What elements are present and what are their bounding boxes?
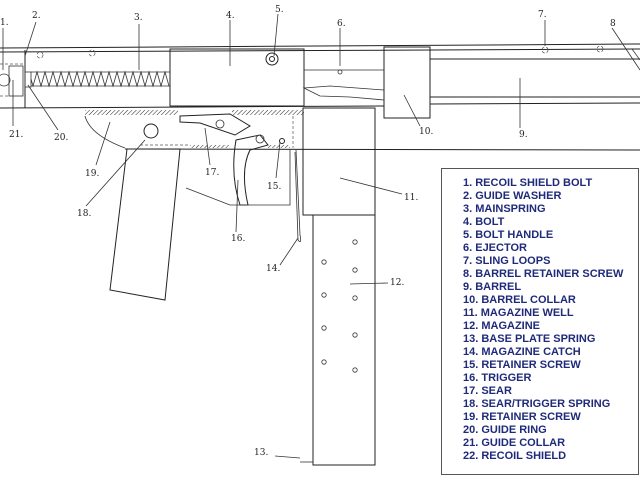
callout-label: 2. (32, 11, 41, 21)
legend-item: 10. BARREL COLLAR (463, 294, 576, 306)
callout-label: 19. (85, 169, 99, 179)
legend-item: 4. BOLT (463, 216, 505, 228)
legend-item: 16. TRIGGER (463, 372, 532, 384)
callout-label: 14. (266, 264, 280, 274)
magazine-hole (352, 332, 358, 338)
legend-item: 15. RETAINER SCREW (463, 359, 581, 371)
legend-item: 22. RECOIL SHIELD (463, 450, 567, 462)
callout-label: 8 (610, 19, 616, 29)
callout-label: 12. (390, 278, 404, 288)
callout-label: 3. (134, 13, 143, 23)
legend-item: 13. BASE PLATE SPRING (463, 333, 596, 345)
callout-label: 10. (419, 127, 433, 137)
legend-item: 21. GUIDE COLLAR (463, 437, 566, 449)
callout-label: 7. (538, 10, 547, 20)
barrel-collar (383, 46, 431, 119)
callout-label: 6. (337, 19, 346, 29)
barrel (430, 48, 640, 98)
callout-label: 13. (254, 448, 268, 458)
recoil-shield (0, 63, 24, 97)
legend-item: 1. RECOIL SHIELD BOLT (463, 177, 593, 189)
callout-label: 5. (275, 5, 284, 15)
callout-label: 15. (267, 182, 281, 192)
callout-label: 18. (77, 209, 91, 219)
ejector (302, 69, 385, 101)
magazine-hole (321, 259, 327, 265)
callout-label: 4. (226, 11, 235, 21)
legend-item: 17. SEAR (463, 385, 512, 397)
magazine-hole (352, 367, 358, 373)
legend-item: 20. GUIDE RING (463, 424, 547, 436)
legend-item: 2. GUIDE WASHER (463, 190, 562, 202)
magazine (300, 214, 376, 466)
legend-item: 8. BARREL RETAINER SCREW (463, 268, 624, 280)
legend-item: 5. BOLT HANDLE (463, 229, 554, 241)
magazine-hole (321, 292, 327, 298)
legend-item: 6. EJECTOR (463, 242, 527, 254)
magazine-hole (352, 267, 358, 273)
legend-item: 19. RETAINER SCREW (463, 411, 581, 423)
callout-label: 16. (231, 234, 245, 244)
callout-label: 20. (54, 133, 68, 143)
bolt-handle (265, 52, 279, 66)
callout-label: 1. (0, 18, 9, 28)
legend-item: 9. BARREL (463, 281, 522, 293)
legend-item: 3. MAINSPRING (463, 203, 546, 215)
legend-item: 14. MAGAZINE CATCH (463, 346, 581, 358)
trigger-group (84, 110, 640, 206)
magazine-hole (321, 325, 327, 331)
magazine-hole (321, 359, 327, 365)
grip-panel (109, 148, 181, 301)
legend-item: 12. MAGAZINE (463, 320, 541, 332)
bolt (169, 48, 305, 107)
callout-label: 9. (519, 130, 528, 140)
legend-item: 7. SLING LOOPS (463, 255, 551, 267)
callout-label: 21. (9, 130, 23, 140)
callout-label: 11. (404, 193, 418, 203)
legend-item: 18. SEAR/TRIGGER SPRING (463, 398, 611, 410)
mainspring (24, 70, 170, 88)
leader-lines (2, 13, 640, 459)
magazine-hole (352, 239, 358, 245)
receiver (0, 43, 640, 109)
callout-label: 17. (205, 168, 219, 178)
magazine-hole (352, 295, 358, 301)
magazine-well (292, 107, 376, 243)
legend-item: 11. MAGAZINE WELL (463, 307, 574, 319)
